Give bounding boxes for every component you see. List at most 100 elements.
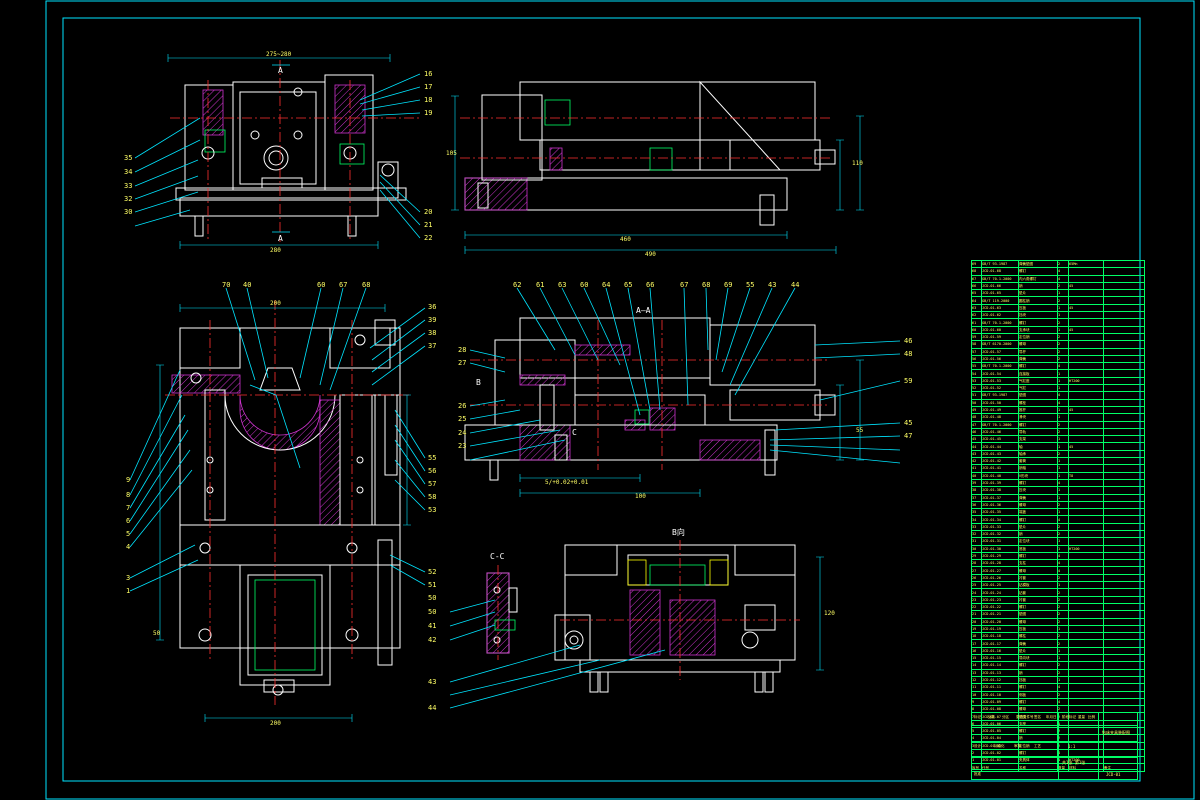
bom-cell: HT200 — [1068, 544, 1104, 553]
bom-cell: 9 — [971, 697, 982, 707]
bom-cell: JCD-01-46 — [981, 427, 1019, 437]
callout-aa-64: 64 — [602, 281, 611, 289]
bom-cell: 60 — [971, 325, 982, 334]
title-block-label: 标记 — [974, 715, 981, 719]
bom-cell: JCD-01-19 — [981, 624, 1019, 634]
bom-cell — [1068, 675, 1104, 685]
bom-cell: JCD-01-48 — [981, 413, 1019, 422]
bom-cell: 2 — [1057, 617, 1069, 626]
bom-cell — [1068, 449, 1104, 459]
bom-cell: JCD-01-18 — [981, 632, 1019, 641]
outer-frame — [45, 0, 1195, 800]
callout-aa-25: 25 — [458, 415, 467, 423]
bom-cell: JCD-01-35 — [981, 508, 1019, 517]
bom-cell: JCD-01-36 — [981, 500, 1019, 510]
callout-plan-50: 50 — [428, 594, 437, 602]
callout-aa-45: 45 — [904, 419, 913, 427]
bom-cell: GB/T 70.1-2000 — [981, 362, 1019, 371]
callout-plan-8: 8 — [126, 491, 131, 499]
plan-view: 200 200 50 — [153, 300, 411, 727]
bom-cell: JCD-01-40 — [981, 471, 1019, 480]
bom-cell: 32 — [971, 529, 982, 539]
svg-text:200: 200 — [270, 720, 281, 727]
bom-cell: 螺母 — [1018, 340, 1058, 349]
bom-cell: 备注 — [1103, 763, 1145, 772]
bom-cell: 68 — [971, 267, 982, 276]
bom-cell: 4 — [1057, 267, 1069, 276]
bom-cell: 挡块 — [1018, 311, 1058, 320]
svg-text:105: 105 — [446, 150, 457, 157]
bom-cell — [1103, 456, 1145, 466]
bom-cell — [1103, 624, 1145, 634]
callout-plan-7: 7 — [126, 504, 131, 512]
bom-cell: 2 — [1057, 690, 1069, 699]
bom-cell: 压板 — [1018, 624, 1058, 634]
title-block-label: 更改文件号 — [1016, 715, 1034, 719]
bom-cell: 29 — [971, 551, 982, 561]
bom-cell: 48 — [971, 413, 982, 422]
section-cc-title: C-C — [490, 552, 505, 561]
title-block-label: 批准 — [974, 772, 981, 776]
bom-cell: GB/T 70.1-2000 — [981, 420, 1019, 429]
bom-cell: 40 — [971, 471, 982, 480]
bom-cell: 挡板 — [1018, 675, 1058, 685]
bom-cell — [1068, 551, 1104, 561]
bom-cell — [1103, 617, 1145, 626]
bom-cell: JCD-01-17 — [981, 639, 1019, 648]
bom-cell — [1103, 413, 1145, 422]
callout-cc-50: 50 — [428, 608, 437, 616]
bom-cell: 2 — [1057, 602, 1069, 612]
bom-cell: 11 — [971, 683, 982, 692]
bom-cell: 67 — [971, 274, 982, 283]
bom-cell: JCD-01-23 — [981, 595, 1019, 604]
bom-cell: 1 — [1057, 311, 1069, 320]
bom-cell: 43 — [971, 449, 982, 459]
bom-cell: JCD-01-24 — [981, 588, 1019, 597]
svg-text:120: 120 — [824, 610, 835, 617]
bom-cell: 2 — [1057, 500, 1069, 510]
bom-cell: HT200 — [1068, 376, 1104, 386]
callout-aa-28: 28 — [458, 346, 467, 354]
callout-plan-38: 38 — [428, 329, 437, 337]
bom-cell: 4 — [1057, 551, 1069, 561]
front-view: 275~280 280 — [167, 51, 420, 254]
bom-cell: GB/T 119-2000 — [981, 296, 1019, 305]
bom-cell — [1068, 347, 1104, 356]
bom-cell: 螺钉 — [1018, 478, 1058, 488]
bom-cell: 37 — [971, 493, 982, 502]
callout-plan-67: 67 — [339, 281, 348, 289]
callout-plan-68: 68 — [362, 281, 371, 289]
callout-aa-61: 61 — [536, 281, 545, 289]
bom-cell — [1068, 595, 1104, 604]
bom-cell: 4 — [1057, 398, 1069, 407]
bom-cell: JCD-01-45 — [981, 435, 1019, 444]
bom-cell: 21 — [971, 610, 982, 619]
bom-cell — [1068, 384, 1104, 393]
callout-plan-53: 53 — [428, 506, 437, 514]
bom-cell — [1068, 456, 1104, 466]
bom-cell: 66 — [971, 281, 982, 291]
bom-cell: JCD-01-29 — [981, 551, 1019, 561]
bom-cell: 导杆 — [1018, 347, 1058, 356]
bom-cell: 51 — [971, 391, 982, 400]
bom-cell — [1103, 471, 1145, 480]
bom-cell: JCD-01-27 — [981, 566, 1019, 575]
svg-text:490: 490 — [645, 251, 656, 258]
bom-cell — [1068, 500, 1104, 510]
bom-cell: 45 — [1068, 405, 1104, 415]
bom-cell — [1103, 668, 1145, 677]
bom-cell: 33 — [971, 522, 982, 532]
bom-cell: 23 — [971, 595, 982, 604]
bom-cell: 39 — [971, 478, 982, 488]
bom-cell — [1068, 289, 1104, 298]
